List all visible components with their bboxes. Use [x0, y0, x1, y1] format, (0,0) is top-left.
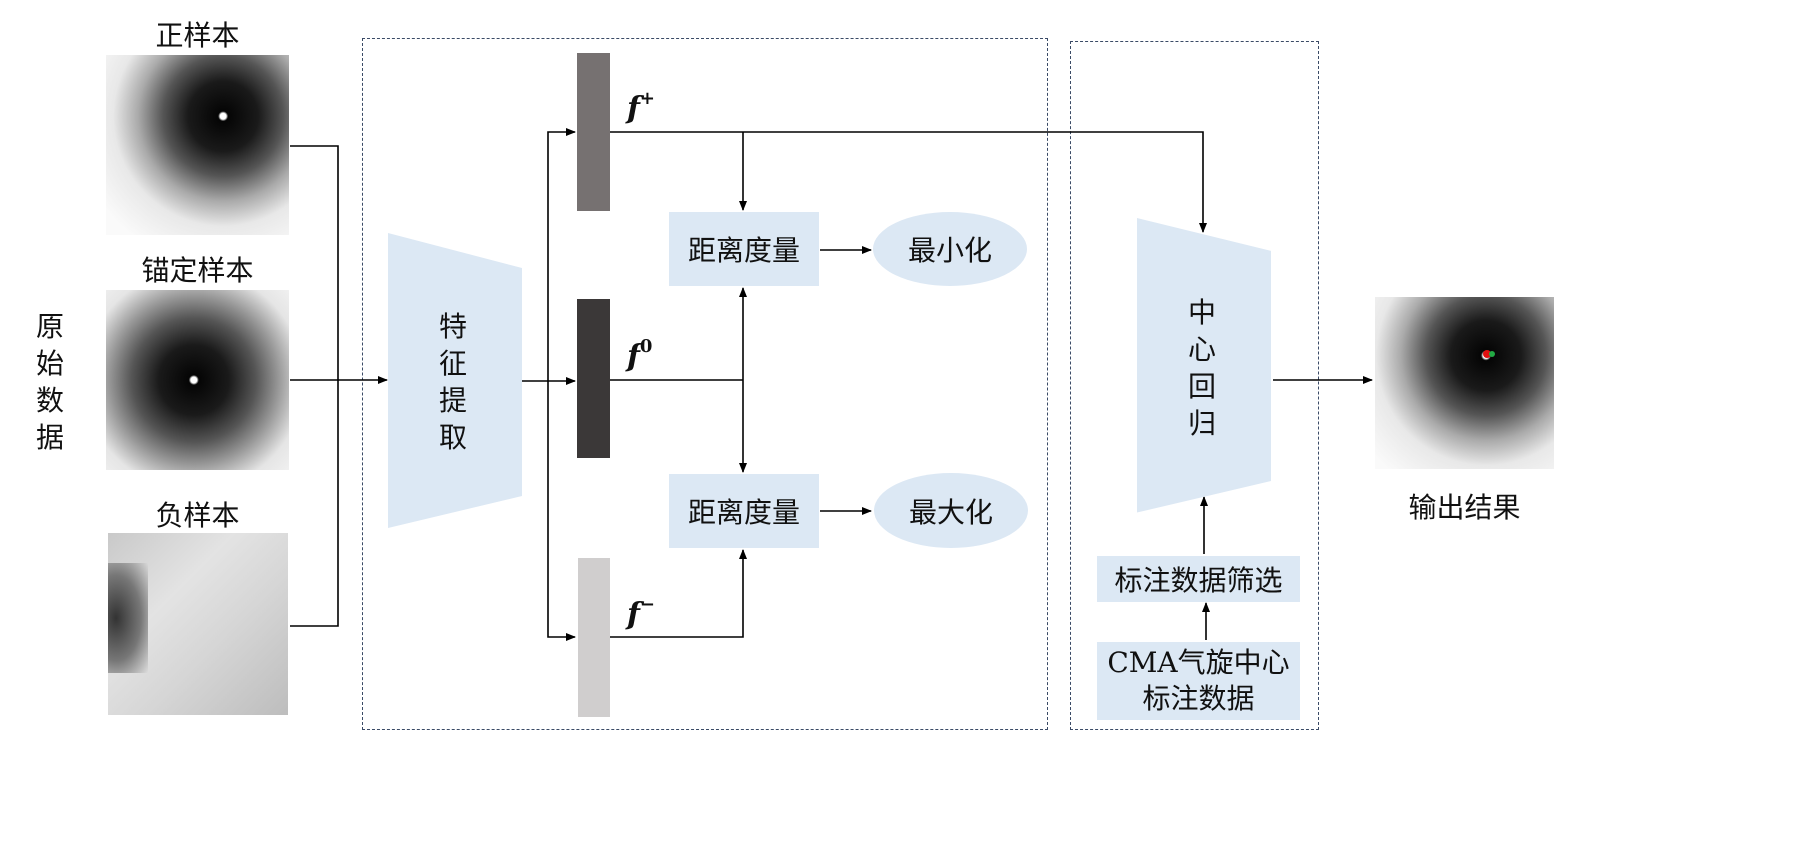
predicted-center-marker — [1483, 350, 1491, 358]
output-result-label: 输出结果 — [1408, 491, 1521, 524]
input-bracket-line — [290, 145, 339, 627]
positive-sample-image — [106, 55, 289, 235]
minimize-objective: 最小化 — [873, 212, 1027, 286]
fplus-label: f+ — [627, 88, 655, 126]
f0-label: f0 — [627, 336, 653, 374]
anchor-sample-label: 锚定样本 — [141, 254, 254, 287]
feature-extractor-label: 特征提取 — [438, 310, 467, 454]
fminus-to-dist2-arrow — [610, 549, 747, 638]
negative-sample-label: 负样本 — [155, 499, 240, 532]
maximize-objective: 最大化 — [874, 473, 1028, 548]
annotation-filter-block: 标注数据筛选 — [1097, 556, 1300, 602]
ground-truth-center-marker — [1489, 351, 1495, 357]
extractor-to-fplus-arrow — [547, 128, 576, 381]
cma-annotation-block: CMA气旋中心 标注数据 — [1097, 642, 1300, 720]
negative-sample-image — [108, 533, 288, 715]
center-regression-block — [1137, 218, 1271, 513]
center-regression-label: 中心回归 — [1187, 296, 1216, 440]
fminus-feature-bar — [578, 558, 610, 717]
cma-annotation-line1: CMA气旋中心 — [1107, 646, 1290, 679]
extractor-to-fminus-arrow — [547, 381, 576, 641]
distance-metric-positive: 距离度量 — [669, 212, 819, 286]
fplus-feature-bar — [577, 53, 610, 211]
anchor-sample-image — [106, 290, 289, 470]
feature-extractor-block — [388, 233, 522, 528]
raw-data-label: 原始数据 — [35, 310, 64, 454]
f0-feature-bar — [577, 299, 610, 458]
fminus-label: f− — [627, 594, 655, 632]
output-result-image — [1375, 297, 1554, 469]
center-regression-group — [1070, 41, 1319, 730]
cma-annotation-line2: 标注数据 — [1142, 682, 1255, 715]
fplus-line — [610, 131, 1207, 233]
positive-sample-label: 正样本 — [155, 19, 240, 52]
distance-metric-negative: 距离度量 — [669, 474, 819, 548]
contrastive-learning-group — [362, 38, 1048, 730]
